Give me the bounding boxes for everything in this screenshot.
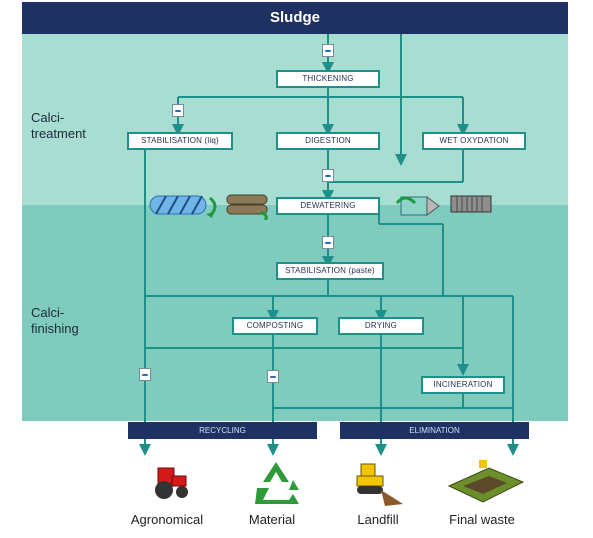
reagent-icon bbox=[139, 368, 151, 381]
reagent-icon bbox=[172, 104, 184, 117]
dewatering-box: DEWATERING bbox=[276, 197, 380, 215]
calci-treatment-label: Calci- treatment bbox=[31, 110, 86, 141]
bulldozer-icon bbox=[356, 463, 403, 506]
wet-oxydation-box: WET OXYDATION bbox=[422, 132, 526, 150]
centrifuge-icon bbox=[395, 196, 440, 216]
digestion-box: DIGESTION bbox=[276, 132, 380, 150]
output-final-waste: Final waste bbox=[449, 512, 515, 527]
reagent-icon bbox=[267, 370, 279, 383]
landfill-site-icon bbox=[447, 460, 525, 503]
composting-box: COMPOSTING bbox=[232, 317, 318, 335]
reagent-icon bbox=[322, 236, 334, 249]
belt-filter-icon bbox=[226, 194, 268, 220]
reagent-icon bbox=[322, 44, 334, 57]
recycling-bar: RECYCLING bbox=[128, 422, 317, 439]
stabilisation-paste-box: STABILISATION (paste) bbox=[276, 262, 384, 280]
filter-press-icon bbox=[450, 195, 492, 213]
recycling-icon bbox=[255, 462, 299, 504]
calci-finishing-label: Calci- finishing bbox=[31, 305, 79, 336]
drying-box: DRYING bbox=[338, 317, 424, 335]
incineration-box: INCINERATION bbox=[421, 376, 505, 394]
output-landfill: Landfill bbox=[357, 512, 399, 527]
sludge-header: Sludge bbox=[22, 2, 568, 34]
reagent-icon bbox=[322, 169, 334, 182]
output-agronomical: Agronomical bbox=[130, 512, 204, 527]
elimination-bar: ELIMINATION bbox=[340, 422, 529, 439]
screw-press-icon bbox=[149, 195, 217, 218]
tractor-icon bbox=[155, 467, 188, 499]
stabilisation-liq-box: STABILISATION (liq) bbox=[127, 132, 233, 150]
calci-treatment-band bbox=[22, 34, 568, 205]
output-material: Material bbox=[248, 512, 296, 527]
thickening-box: THICKENING bbox=[276, 70, 380, 88]
